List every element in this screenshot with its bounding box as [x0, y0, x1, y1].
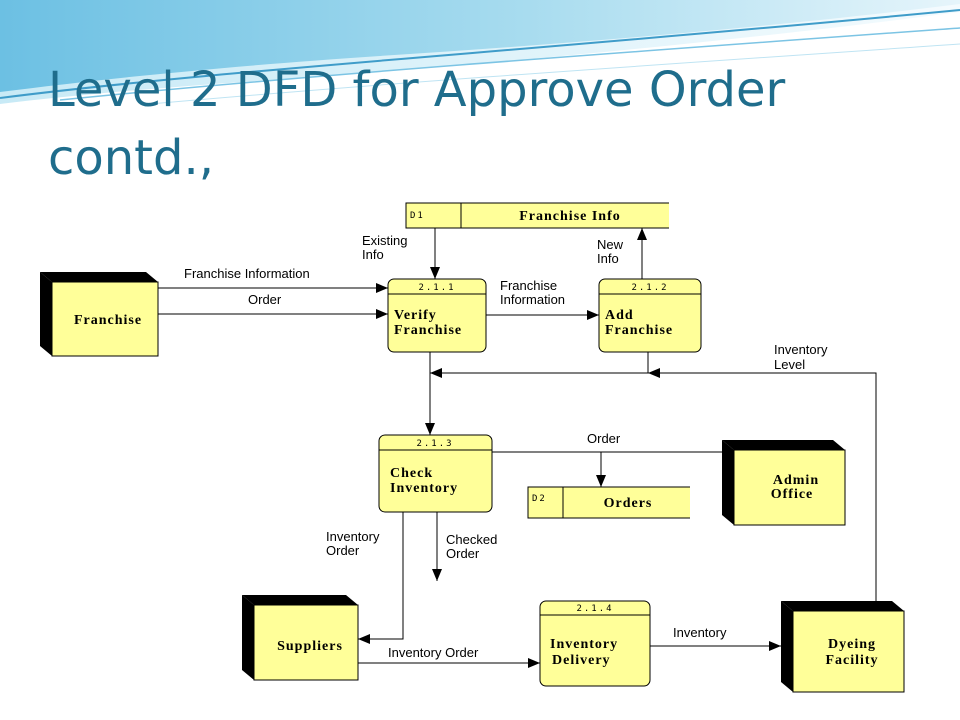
process-2-1-1-number: 2.1.1 — [418, 283, 455, 293]
banner-stroke-3 — [149, 43, 960, 105]
process-2-1-1-name-1: Verify — [394, 308, 437, 323]
flow-checked-order-label-2: Order — [446, 546, 480, 561]
entity-admin-office: Admin Office — [722, 440, 846, 526]
flow-existing-info-label-2: Info — [362, 247, 384, 262]
banner-wave-front — [0, 0, 960, 92]
entity-dyeing-facility-line-2: Facility — [825, 653, 878, 668]
flow-order-out-label: Order — [587, 431, 621, 446]
flow-franchise-information-2-label-2: Information — [500, 292, 565, 307]
entity-admin-office-line-2: Office — [771, 487, 814, 502]
slide-title-line-2: contd., — [48, 130, 214, 186]
process-2-1-1-name-2: Franchise — [394, 323, 462, 338]
process-2-1-2-name-2: Franchise — [605, 323, 673, 338]
banner-stroke-1 — [0, 9, 960, 99]
store-d1-name: Franchise Info — [519, 209, 621, 224]
flow-inventory-order-1-label-1: Inventory — [326, 529, 380, 544]
flow-inventory-order-1-line — [358, 512, 404, 644]
flow-new-info-label-1: New — [597, 237, 624, 252]
flow-inventory-level-label-1: Inventory — [774, 342, 828, 357]
flow-inventory-level-label-2: Level — [774, 357, 805, 372]
slide-title: Level 2 DFD for Approve Order contd., — [48, 56, 928, 192]
entity-suppliers: Suppliers — [242, 595, 359, 681]
store-d1: D1 Franchise Info — [405, 202, 669, 229]
process-2-1-4: 2.1.4 Inventory Delivery — [539, 600, 651, 687]
flow-inventory-order-2-label: Inventory Order — [388, 645, 479, 660]
process-2-1-2-name-1: Add — [605, 308, 634, 323]
entity-dyeing-facility: Dyeing Facility — [781, 601, 905, 693]
slide-title-line-1: Level 2 DFD for Approve Order — [48, 62, 786, 118]
flow-inventory-level-line — [648, 368, 877, 601]
store-d2-id: D2 — [532, 494, 547, 504]
banner-stroke-2 — [59, 27, 960, 101]
entity-franchise: Franchise — [40, 272, 159, 357]
process-2-1-4-number: 2.1.4 — [576, 604, 613, 614]
process-2-1-4-name-1: Inventory — [550, 637, 618, 652]
flow-franchise-information-2-label-1: Franchise — [500, 278, 557, 293]
process-2-1-2: 2.1.2 Add Franchise — [598, 278, 702, 353]
flow-order-in-label: Order — [248, 292, 282, 307]
store-d2: D2 Orders — [527, 486, 690, 519]
process-2-1-3-name-1: Check — [390, 466, 433, 481]
entity-franchise-label: Franchise — [74, 313, 142, 328]
store-d2-name: Orders — [604, 496, 653, 511]
flow-franchise-information-label: Franchise Information — [184, 266, 310, 281]
process-2-1-1: 2.1.1 Verify Franchise — [387, 278, 487, 353]
store-d1-id: D1 — [410, 211, 425, 221]
flow-checked-order-label-1: Checked — [446, 532, 497, 547]
process-2-1-2-number: 2.1.2 — [631, 283, 668, 293]
flow-existing-info-label-1: Existing — [362, 233, 408, 248]
wave-banner — [0, 0, 960, 105]
process-2-1-3-name-2: Inventory — [390, 481, 458, 496]
process-2-1-4-name-2: Delivery — [552, 653, 611, 668]
flow-inventory-label: Inventory — [673, 625, 727, 640]
flow-new-info-label-2: Info — [597, 251, 619, 266]
flow-inventory-order-1-label-2: Order — [326, 543, 360, 558]
process-2-1-3: 2.1.3 Check Inventory — [378, 434, 493, 513]
entity-suppliers-label: Suppliers — [277, 639, 343, 654]
entity-dyeing-facility-line-1: Dyeing — [828, 637, 876, 652]
entity-admin-office-line-1: Admin — [773, 473, 819, 488]
process-2-1-3-number: 2.1.3 — [416, 439, 453, 449]
